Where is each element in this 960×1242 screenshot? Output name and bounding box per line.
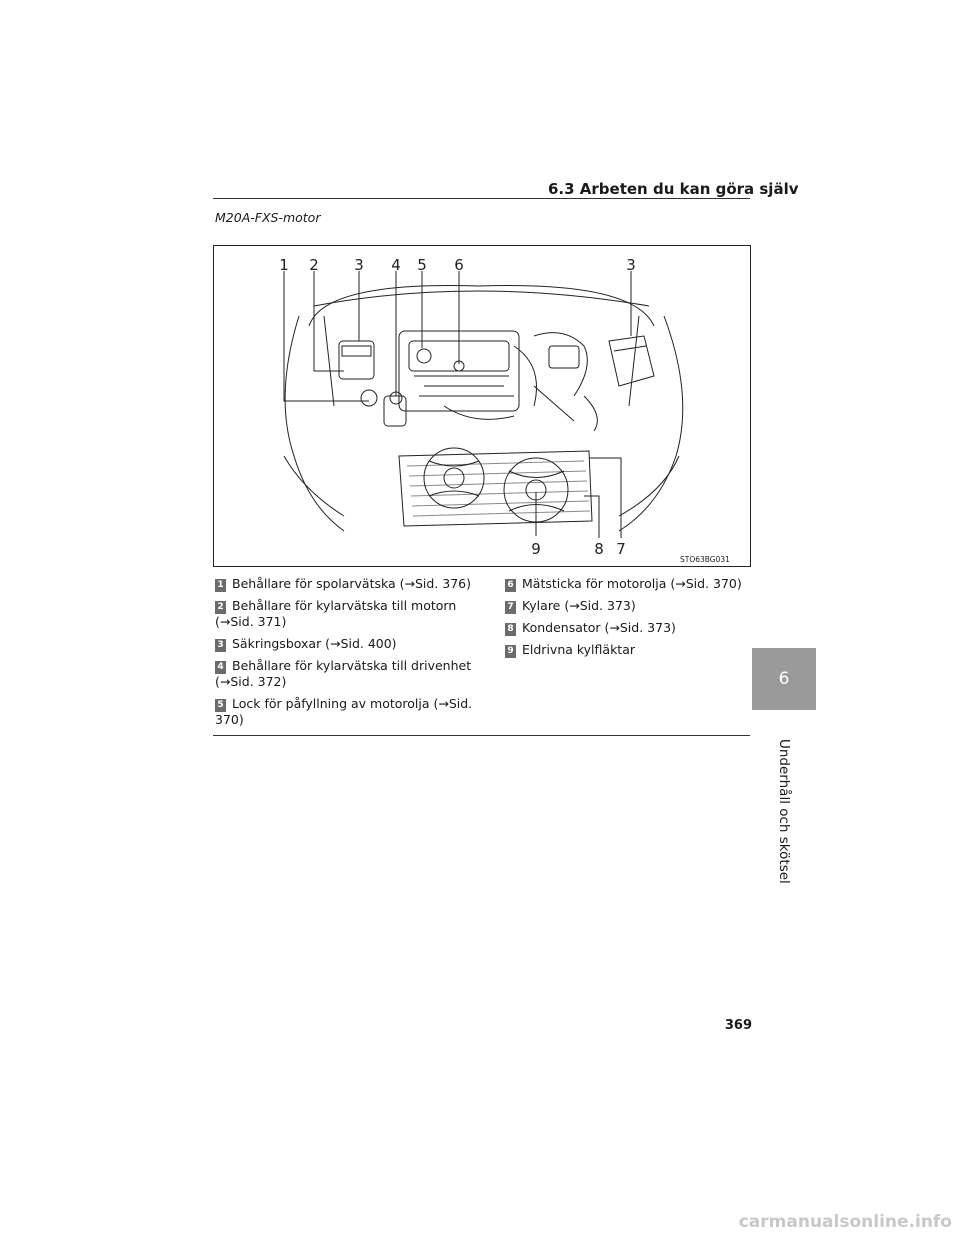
legend-text: Behållare för kylarvätska till motorn (→… — [215, 598, 457, 629]
legend-item: 9 Eldrivna kylfläktar — [505, 642, 750, 658]
chapter-tab: 6 — [752, 648, 816, 710]
callout-3: 3 — [354, 256, 364, 274]
legend-right: 6 Mätsticka för motorolja (→Sid. 370) 7 Ky… — [505, 576, 750, 664]
callout-9: 9 — [531, 540, 541, 558]
legend-number: 4 — [215, 661, 226, 674]
header-rule — [213, 198, 750, 199]
legend-text: Behållare för spolarvätska (→Sid. 376) — [232, 576, 472, 591]
section-title: 6.3 Arbeten du kan göra själv — [548, 180, 799, 198]
chapter-name: Underhåll och skötsel — [776, 739, 792, 884]
legend-text: Säkringsboxar (→Sid. 400) — [232, 636, 397, 651]
legend-number: 2 — [215, 601, 226, 614]
page-number: 369 — [724, 1018, 752, 1033]
legend-item: 6 Mätsticka för motorolja (→Sid. 370) — [505, 576, 750, 592]
callout-4: 4 — [391, 256, 401, 274]
legend-text: Lock för påfyllning av motorolja (→Sid. … — [215, 696, 473, 727]
watermark: carmanualsonline.info — [738, 1212, 952, 1232]
legend-text: Eldrivna kylfläktar — [522, 642, 636, 657]
callout-layer: 1 2 3 4 5 6 3 9 8 7 STO63BG031 — [279, 256, 730, 564]
callout-6: 6 — [454, 256, 464, 274]
legend-item: 7 Kylare (→Sid. 373) — [505, 598, 750, 614]
callout-7: 7 — [616, 540, 626, 558]
engine-bay-figure: 1 2 3 4 5 6 3 9 8 7 STO63BG031 — [213, 245, 751, 567]
legend-number: 3 — [215, 639, 226, 652]
legend-number: 6 — [505, 579, 516, 592]
engine-label: M20A-FXS-motor — [215, 210, 321, 225]
engine-bay-illustration — [283, 271, 684, 538]
callout-5: 5 — [417, 256, 427, 274]
legend-text: Mätsticka för motorolja (→Sid. 370) — [522, 576, 742, 591]
callout-3b: 3 — [626, 256, 636, 274]
legend-item: 3 Säkringsboxar (→Sid. 400) — [215, 636, 485, 652]
callout-8: 8 — [594, 540, 604, 558]
legend-number: 1 — [215, 579, 226, 592]
legend-number: 7 — [505, 601, 516, 614]
legend-text: Kondensator (→Sid. 373) — [522, 620, 676, 635]
callout-1: 1 — [279, 256, 289, 274]
bottom-rule — [213, 735, 750, 736]
legend-number: 9 — [505, 645, 516, 658]
legend-text: Kylare (→Sid. 373) — [522, 598, 636, 613]
callout-2: 2 — [309, 256, 319, 274]
legend-text: Behållare för kylarvätska till drivenhet… — [215, 658, 472, 689]
figure-code: STO63BG031 — [680, 555, 730, 564]
legend-item: 1 Behållare för spolarvätska (→Sid. 376) — [215, 576, 485, 592]
legend-number: 8 — [505, 623, 516, 636]
legend-number: 5 — [215, 699, 226, 712]
legend-item: 8 Kondensator (→Sid. 373) — [505, 620, 750, 636]
